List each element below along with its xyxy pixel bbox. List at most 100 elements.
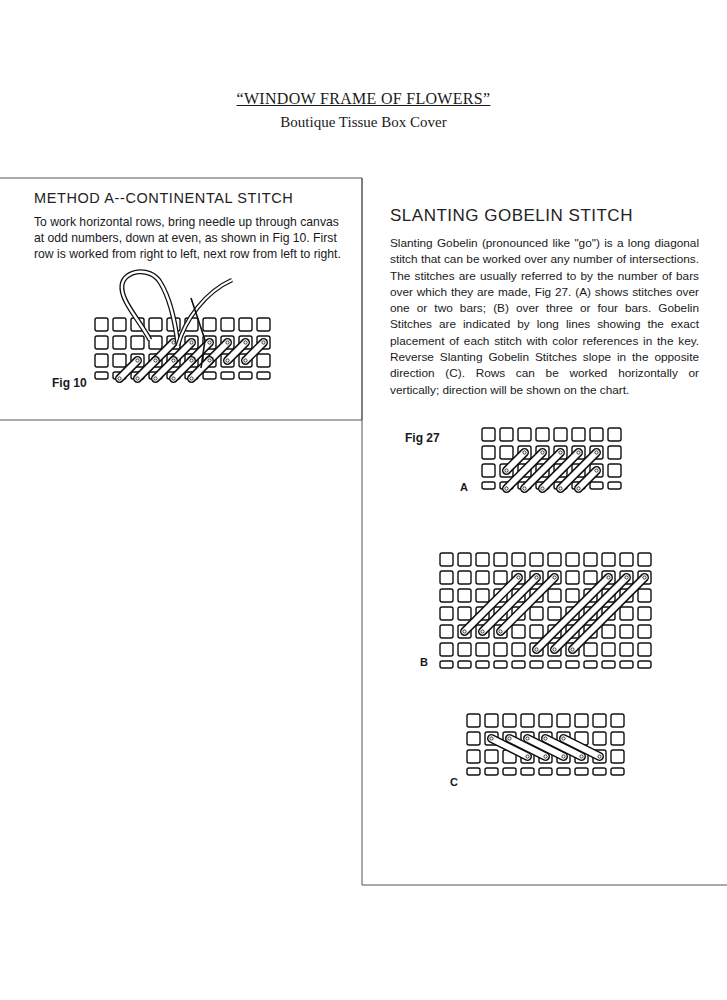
canvas-hole [512,553,525,566]
canvas-hole [503,768,516,775]
canvas-hole [467,768,480,775]
canvas-hole [440,607,453,620]
stitch-hole [244,359,247,362]
stitch-hole [154,377,157,380]
canvas-hole [521,768,534,775]
canvas-hole [257,354,270,367]
canvas-hole [554,428,567,441]
canvas-hole [494,553,507,566]
stitch-outline [501,578,555,632]
stitch-hole [535,648,538,651]
canvas-hole [131,336,144,349]
canvas-hole [440,589,453,602]
canvas-hole [458,571,471,584]
part-label: C [450,776,458,788]
panel-borders [0,178,727,885]
stitch-hole [505,487,508,490]
canvas-hole [494,571,507,584]
canvas-hole [221,318,234,331]
stitch [573,578,645,650]
stitch-hole [136,377,139,380]
canvas-hole [476,589,489,602]
canvas-hole [638,553,651,566]
canvas-hole [440,625,453,638]
canvas-hole [485,750,498,763]
stitch-hole [577,451,580,454]
canvas-hole [530,607,543,620]
canvas-hole [503,714,516,727]
stitch-hole [541,451,544,454]
canvas-hole [575,714,588,727]
stitch-hole [172,341,175,344]
canvas-hole [482,446,495,459]
canvas-hole [440,553,453,566]
thread-loop [122,272,178,345]
canvas-hole [458,661,471,668]
canvas-hole [239,372,252,379]
canvas-hole [608,428,621,441]
stitch-hole [523,487,526,490]
canvas-hole [95,372,108,379]
canvas-hole [566,571,579,584]
stitch-hole [508,737,511,740]
stitch-hole [535,576,538,579]
canvas-hole [458,643,471,656]
instruction-panel: SLANTING GOBELIN STITCH Slanting Gobelin … [363,178,727,885]
canvas-hole [485,714,498,727]
page-subtitle: Boutique Tissue Box Cover [0,114,727,131]
canvas-hole [584,661,597,668]
canvas-hole [512,643,525,656]
canvas-hole [530,553,543,566]
stitch-hole [544,755,547,758]
canvas-hole [467,732,480,745]
canvas-hole [611,750,624,763]
stitch-hole [526,737,529,740]
stitch-outline [537,578,609,650]
canvas-hole [638,661,651,668]
stitch-hole [625,576,628,579]
stitch [192,361,210,379]
canvas-hole [482,482,495,489]
canvas-hole [476,643,489,656]
canvas-hole [95,318,108,331]
canvas-hole [476,553,489,566]
canvas-hole [485,768,498,775]
stitch-hole [517,576,520,579]
canvas-hole [113,318,126,331]
figure-label: Fig 10 [52,376,87,390]
stitch [246,343,264,361]
canvas-hole [611,714,624,727]
canvas-hole [203,372,216,379]
canvas-hole [608,446,621,459]
stitch-hole [595,469,598,472]
stitch-outline [246,343,264,361]
canvas-hole [548,553,561,566]
part-label: A [460,481,468,493]
panel-heading: SLANTING GOBELIN STITCH [390,206,699,226]
canvas-hole [620,643,633,656]
stitch-hole [208,359,211,362]
stitch-hole [154,359,157,362]
canvas-hole [458,589,471,602]
canvas-hole [113,354,126,367]
stitch-hole [523,451,526,454]
canvas-hole [518,428,531,441]
panel-body: Slanting Gobelin (pronounced like "go") … [390,235,699,398]
canvas-hole [611,768,624,775]
needle [191,298,205,368]
canvas-hole [113,336,126,349]
stitch-hole [490,737,493,740]
stitch-hole [190,377,193,380]
canvas-hole [557,768,570,775]
canvas-hole [95,336,108,349]
canvas-hole [602,625,615,638]
stitch [501,578,555,632]
canvas-hole [602,661,615,668]
canvas-hole [584,571,597,584]
canvas-hole [572,428,585,441]
canvas-hole [620,553,633,566]
canvas-hole [467,714,480,727]
stitch [555,578,627,650]
stitch-hole [553,648,556,651]
